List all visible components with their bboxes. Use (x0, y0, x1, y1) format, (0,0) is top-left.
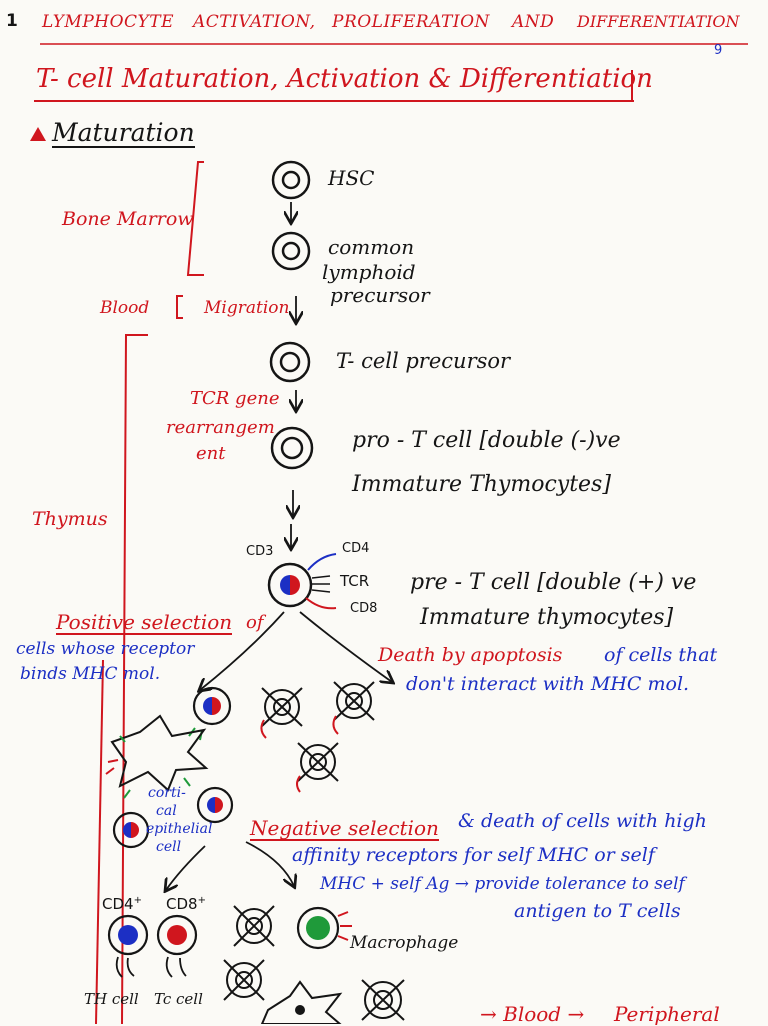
apoptotic-cell-2 (333, 681, 375, 721)
cortical-line4: cell (156, 839, 182, 855)
negative-selection-line1: & death of cells with high (458, 810, 707, 832)
label-tcr-line2: rearrangem (166, 417, 275, 438)
label-thymus: Thymus (32, 508, 108, 530)
hsc-cell (271, 160, 311, 200)
death-line2: don't interact with MHC mol. (406, 673, 690, 695)
survivor-cell-2 (196, 786, 234, 824)
cortical-line3: epithelial (146, 821, 213, 837)
negative-selection-line3: MHC + self Ag → provide tolerance to sel… (320, 874, 685, 894)
label-clp-line3: precursor (330, 283, 430, 307)
positive-selection-line2: binds MHC mol. (20, 664, 161, 684)
t-cell-precursor-cell (269, 341, 311, 383)
blood-bracket (176, 295, 183, 319)
dendritic-cell (260, 980, 343, 1024)
label-clp-line2: lymphoid (322, 260, 416, 284)
label-tcr: TCR (340, 572, 370, 590)
label-hsc: HSC (328, 166, 375, 190)
label-cd8-plus: CD8+ (166, 895, 206, 913)
page-number: 1 (6, 11, 18, 31)
label-tcr-line3: ent (196, 443, 226, 464)
header-word-activation: ACTIVATION, (193, 12, 316, 32)
cd8-tc-cell (156, 914, 198, 978)
label-cd3: CD3 (246, 544, 274, 559)
header-mark: 9 (714, 43, 723, 58)
label-th-cell: TH cell (84, 990, 139, 1008)
header-word-proliferation: PROLIFERATION (332, 12, 490, 32)
label-tc-cell: Tc cell (154, 990, 203, 1008)
label-bone-marrow: Bone Marrow (62, 208, 194, 230)
header-word-and: AND (512, 12, 555, 32)
label-pro-t-line1: pro - T cell [double (-)ve (352, 428, 621, 453)
death-heading: Death by apoptosis (378, 644, 563, 666)
negative-selection-line4: antigen to T cells (514, 900, 681, 922)
thymus-bracket (121, 334, 148, 1024)
label-blood: Blood (100, 298, 150, 318)
label-cd4: CD4 (342, 541, 370, 556)
label-pre-t-line1: pre - T cell [double (+) ve (410, 570, 697, 595)
cd4-th-cell (107, 914, 149, 978)
label-cd8: CD8 (350, 601, 378, 616)
apoptotic-cell-3 (297, 742, 339, 782)
cortical-epithelial-cell (110, 714, 209, 792)
label-cd4-plus: CD4+ (102, 895, 142, 913)
pre-t-cell (267, 553, 337, 610)
negative-selection-line2: affinity receptors for self MHC or self (292, 844, 655, 866)
label-tcell-precursor: T- cell precursor (336, 349, 511, 373)
label-pro-t-line2: Immature Thymocytes] (352, 472, 611, 497)
positive-selection-line1: cells whose receptor (16, 639, 195, 659)
label-peripheral: Peripheral (614, 1002, 720, 1026)
bone-marrow-bracket (186, 161, 204, 276)
negative-apoptotic-cell-1 (233, 905, 275, 947)
label-migration: Migration (204, 298, 290, 318)
header-word-differentiation: DIFFERENTIATION (577, 12, 740, 31)
macrophage-cell (296, 906, 352, 950)
label-macrophage: Macrophage (350, 933, 459, 953)
page-title: T- cell Maturation, Activation & Differe… (36, 64, 653, 94)
section-heading-maturation: Maturation (52, 118, 195, 148)
label-tcr-line1: TCR gene (190, 388, 280, 409)
negative-apoptotic-cell-3 (361, 979, 405, 1021)
label-pre-t-line2: Immature thymocytes] (420, 605, 674, 630)
death-line1: of cells that (604, 644, 718, 666)
clp-cell (271, 231, 311, 271)
pro-t-cell (270, 426, 314, 470)
negative-selection-heading: Negative selection (250, 816, 439, 841)
survivor-cell-3 (112, 811, 150, 849)
negative-apoptotic-cell-2 (223, 959, 265, 1001)
cortical-line2: cal (156, 803, 177, 819)
positive-selection-heading: Positive selection (56, 610, 233, 635)
cortical-line1: corti- (148, 785, 186, 801)
apoptotic-cell-1 (261, 687, 303, 727)
label-clp-line1: common (328, 235, 415, 259)
label-blood-arrow: → Blood → (480, 1002, 585, 1026)
triangle-bullet-icon (30, 127, 46, 141)
positive-selection-suffix: of (246, 612, 264, 633)
header-word-lymphocyte: LYMPHOCYTE (42, 12, 175, 32)
